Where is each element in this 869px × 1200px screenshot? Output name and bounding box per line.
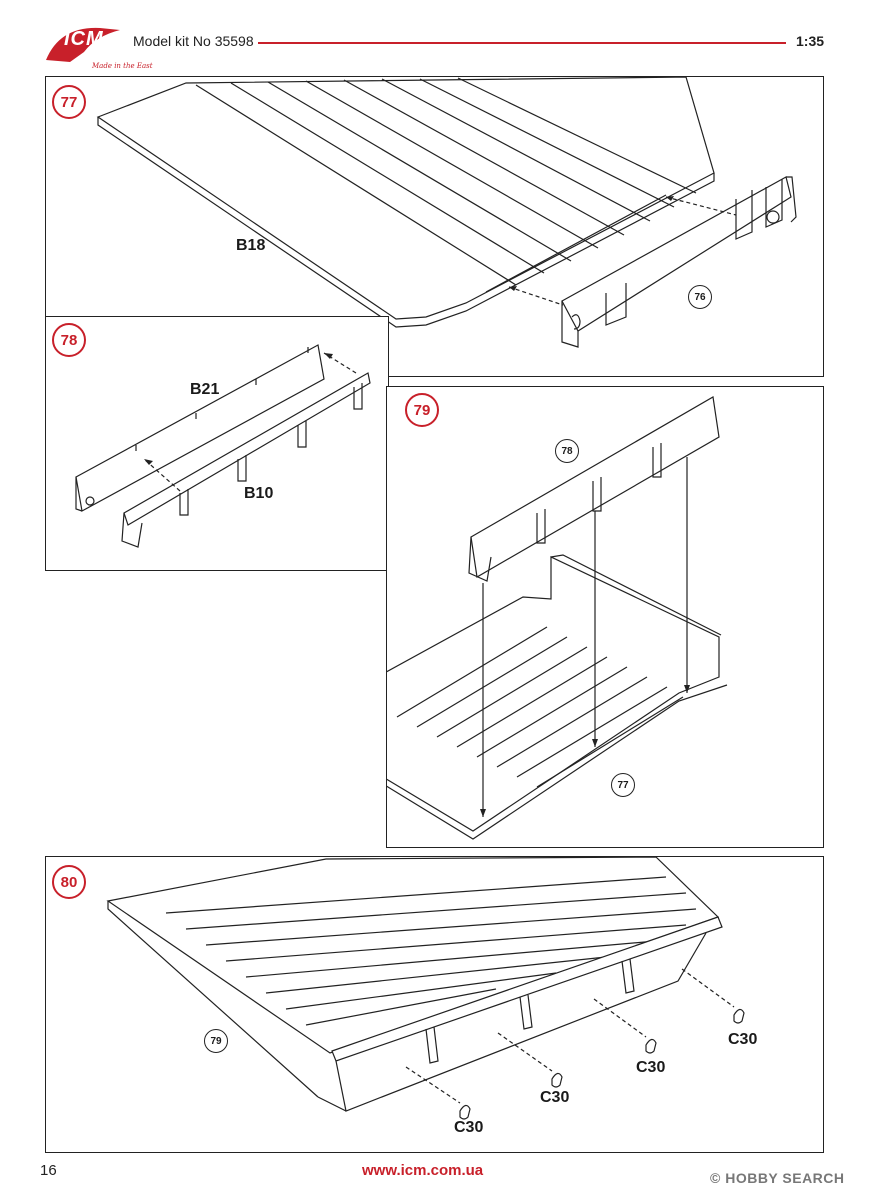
ref-badge-76: 76 [688, 285, 712, 309]
step-79-badge: 79 [405, 393, 439, 427]
scale-label: 1:35 [796, 33, 825, 49]
header-divider [258, 42, 786, 44]
site-url[interactable]: www.icm.com.ua [362, 1162, 484, 1179]
kit-number: Model kit No 35598 [133, 33, 254, 49]
step-78-panel: 78 B21 B10 [45, 316, 389, 571]
icm-logo: ICM Made in the East [40, 22, 153, 70]
step-80-panel: 80 79 C30 C30 C [45, 856, 824, 1153]
step-77-drawing [96, 77, 797, 348]
ref-badge-77: 77 [611, 773, 635, 797]
hobby-search-watermark: © HOBBY SEARCH [710, 1170, 845, 1186]
step-80-badge: 80 [52, 865, 86, 899]
part-label-c30-1: C30 [454, 1119, 484, 1136]
ref-badge-78: 78 [555, 439, 579, 463]
ref-badge-79: 79 [204, 1029, 228, 1053]
logo-brand: ICM [64, 28, 104, 50]
part-label-b18: B18 [236, 237, 266, 254]
header: ICM Made in the East Model kit No 35598 … [0, 0, 869, 70]
step-77-badge: 77 [52, 85, 86, 119]
part-label-c30-2: C30 [540, 1089, 570, 1106]
step-79-panel: 79 78 77 [386, 386, 824, 848]
step-79-drawing [387, 396, 728, 840]
part-label-c30-3: C30 [636, 1059, 666, 1076]
part-label-b10: B10 [244, 485, 274, 502]
step-78-drawing [75, 344, 371, 548]
part-label-c30-4: C30 [728, 1031, 758, 1048]
step-78-badge: 78 [52, 323, 86, 357]
logo-tagline: Made in the East [92, 62, 153, 70]
logo-shape [46, 27, 120, 62]
part-label-b21: B21 [190, 381, 220, 398]
step-80-drawing [106, 857, 745, 1120]
page-number: 16 [40, 1162, 57, 1179]
